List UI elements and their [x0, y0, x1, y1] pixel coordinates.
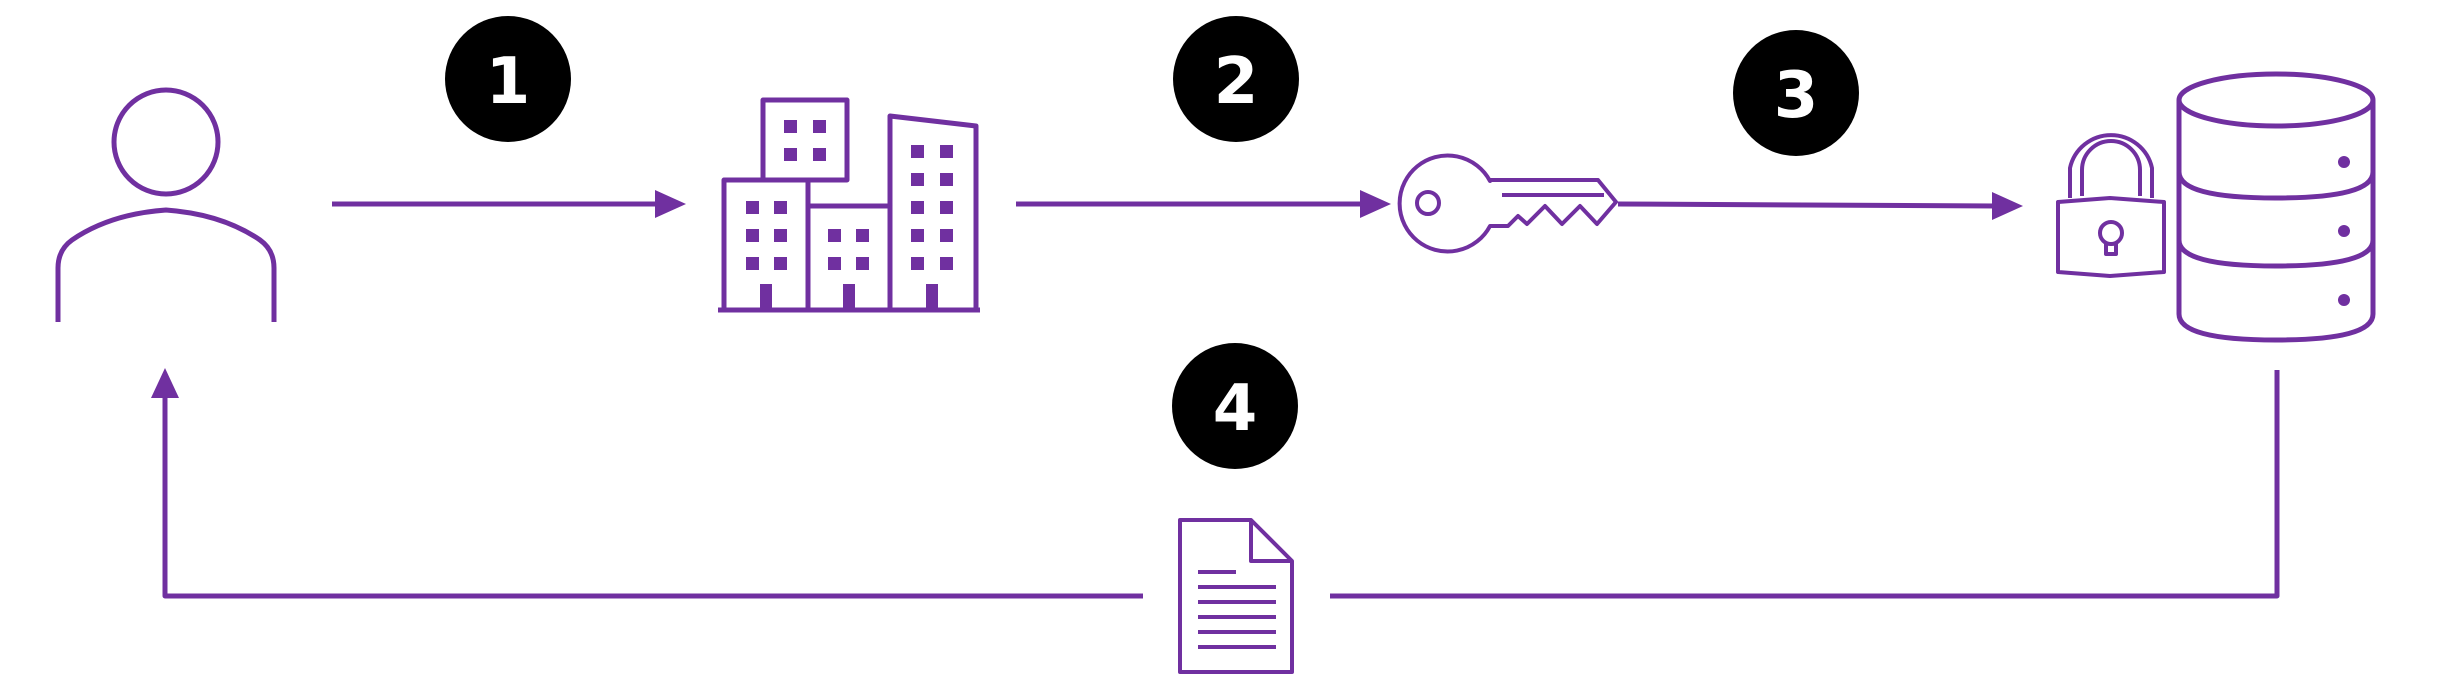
step-badge-4: 4 — [1172, 343, 1298, 469]
arrow-key-to-database — [1617, 192, 2023, 220]
step-number-1: 1 — [486, 45, 531, 119]
person-icon — [55, 87, 277, 322]
arrow-user-to-building — [332, 190, 686, 218]
step-number-4: 4 — [1213, 372, 1258, 446]
padlock-icon — [2056, 133, 2166, 278]
step-badge-2: 2 — [1173, 16, 1299, 142]
document-icon — [1178, 518, 1294, 674]
step-badge-3: 3 — [1733, 30, 1859, 156]
step-badge-1: 1 — [445, 16, 571, 142]
step-number-3: 3 — [1774, 59, 1819, 133]
arrow-building-to-key — [1016, 190, 1391, 218]
return-path — [151, 368, 2280, 599]
step-number-2: 2 — [1214, 45, 1259, 119]
building-icon — [718, 97, 980, 313]
key-icon — [1397, 153, 1618, 254]
database-icon — [2176, 71, 2376, 343]
